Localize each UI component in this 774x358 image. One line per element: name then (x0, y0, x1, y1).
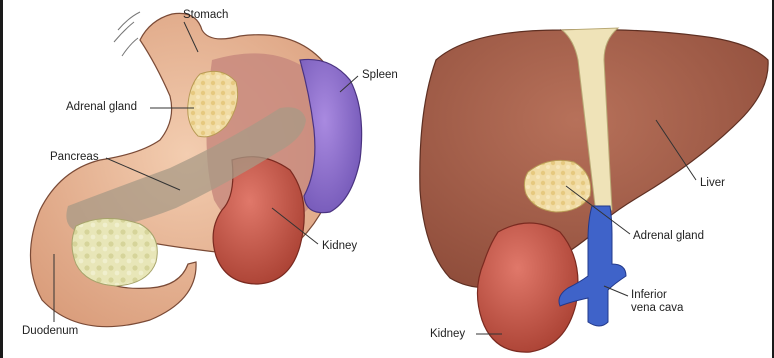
label-kidney-left: Kidney (322, 240, 357, 253)
pancreas-head-shape (72, 218, 157, 286)
label-adrenal-gland-right: Adrenal gland (633, 230, 704, 243)
peristalsis-lines (114, 12, 140, 56)
label-ivc-line2: vena cava (631, 302, 683, 315)
left-panel (30, 12, 361, 327)
label-ivc-line1: Inferior (631, 289, 667, 302)
label-spleen: Spleen (362, 69, 398, 82)
label-liver: Liver (700, 177, 725, 190)
kidney-shape-right (477, 223, 578, 352)
label-kidney-right: Kidney (430, 328, 465, 341)
label-duodenum: Duodenum (22, 325, 78, 338)
label-stomach: Stomach (183, 9, 228, 22)
label-pancreas: Pancreas (50, 151, 99, 164)
label-adrenal-gland-left: Adrenal gland (66, 101, 137, 114)
adrenal-gland-shape-right (524, 160, 590, 212)
right-panel (420, 28, 768, 352)
